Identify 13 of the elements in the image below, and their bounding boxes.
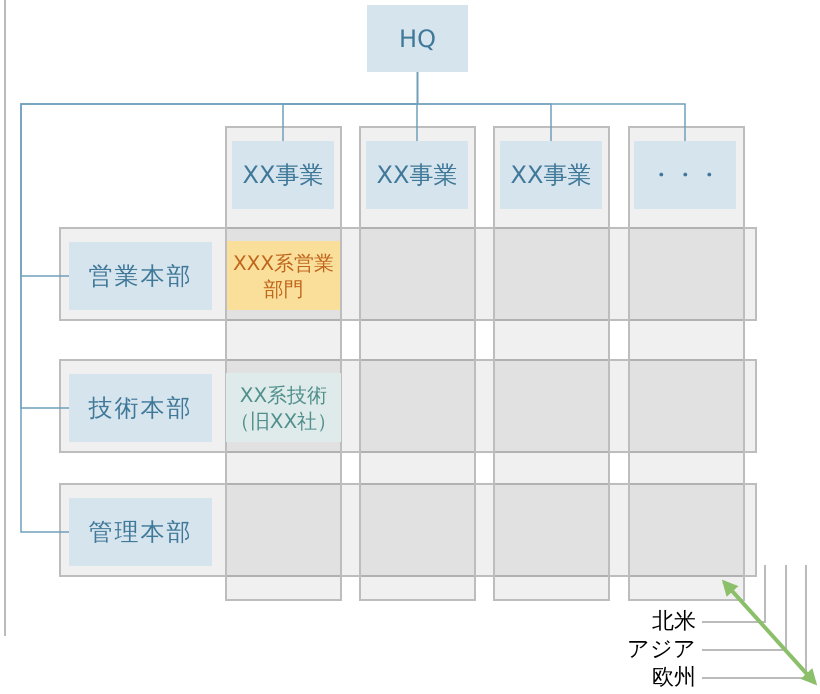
region-label: 欧州 <box>652 665 696 691</box>
region-label: 北米 <box>652 609 696 635</box>
hq-box: HQ <box>367 5 468 72</box>
division-box: 技術本部 <box>69 374 212 442</box>
business-box: ・・・ <box>634 141 736 209</box>
region-label: アジア <box>627 637 696 663</box>
business-box: XX事業 <box>232 141 334 209</box>
unit-box: XXX系営業部門 <box>227 241 340 310</box>
unit-box: XX系技術（旧XX社） <box>226 373 341 442</box>
business-box: XX事業 <box>366 141 468 209</box>
business-box: XX事業 <box>500 141 602 209</box>
division-box: 管理本部 <box>69 498 212 566</box>
division-box: 営業本部 <box>69 242 212 310</box>
